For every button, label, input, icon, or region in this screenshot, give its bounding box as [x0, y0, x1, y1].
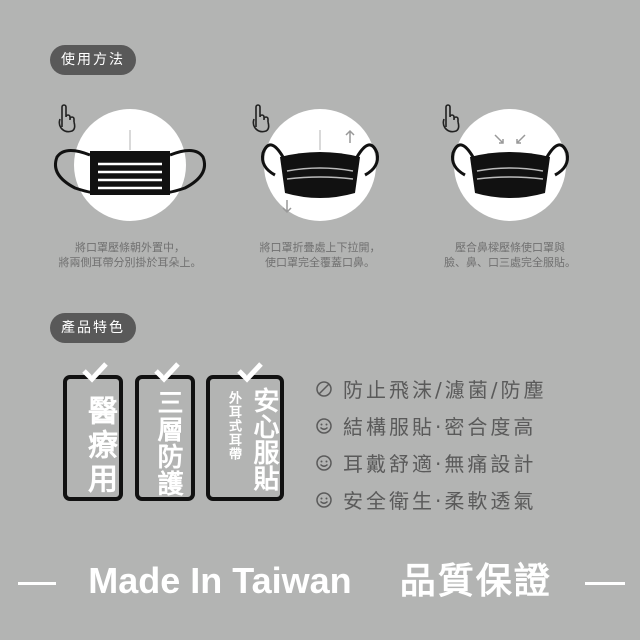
hand-icon	[58, 104, 76, 133]
hand-icon	[442, 104, 460, 133]
caption-line: 臉、鼻、口三處完全服貼。	[444, 256, 576, 269]
step-3-caption: 壓合鼻樑壓條使口罩與 臉、鼻、口三處完全服貼。	[400, 240, 620, 270]
badge-three-layer: 三層防護	[135, 362, 195, 501]
prohibited-icon	[316, 380, 332, 397]
smile-icon	[316, 454, 332, 471]
check-icon	[82, 362, 108, 383]
footer-divider-right	[585, 582, 625, 585]
step-2-illustration	[225, 95, 415, 225]
badge-text: 三層防護	[153, 389, 183, 497]
hand-icon	[252, 104, 270, 133]
badge-fit: 外耳式耳帶 安心服貼	[206, 362, 284, 501]
caption-line: 使口罩完全覆蓋口鼻。	[265, 256, 375, 269]
feature-text: 安全衛生‧柔軟透氣	[343, 489, 537, 513]
feature-item: 耳戴舒適‧無痛設計	[315, 444, 546, 481]
caption-line: 壓合鼻樑壓條使口罩與	[455, 241, 565, 254]
smile-icon	[316, 417, 332, 434]
usage-section-title: 使用方法	[50, 45, 136, 75]
made-in-taiwan: Made In Taiwan	[88, 560, 352, 601]
smile-icon	[316, 491, 332, 508]
check-icon	[154, 362, 180, 383]
footer-banner: Made In Taiwan 品質保證	[0, 557, 640, 606]
badge-medical: 醫療用	[63, 362, 123, 501]
feature-item: 安全衛生‧柔軟透氣	[315, 481, 546, 518]
caption-line: 將兩側耳帶分別掛於耳朵上。	[58, 256, 202, 269]
caption-line: 將口罩折疊處上下拉開，	[259, 241, 381, 254]
badge-text: 醫療用	[82, 395, 117, 497]
feature-text: 耳戴舒適‧無痛設計	[343, 452, 537, 476]
features-section-title: 產品特色	[50, 313, 136, 343]
badge-text: 安心服貼	[249, 387, 279, 491]
caption-line: 將口罩壓條朝外置中，	[75, 241, 185, 254]
badge-subtext: 外耳式耳帶	[226, 391, 241, 461]
feature-text: 結構服貼‧密合度高	[343, 415, 537, 439]
step-2-caption: 將口罩折疊處上下拉開， 使口罩完全覆蓋口鼻。	[210, 240, 430, 270]
step-1-caption: 將口罩壓條朝外置中， 將兩側耳帶分別掛於耳朵上。	[20, 240, 240, 270]
quality-guarantee: 品質保證	[399, 561, 552, 602]
feature-list: 防止飛沫/濾菌/防塵 結構服貼‧密合度高 耳戴舒適‧無痛設計 安全衛生‧柔軟透氣	[315, 370, 546, 518]
step-1-illustration	[35, 95, 225, 225]
footer-divider-left	[18, 582, 56, 585]
feature-text: 防止飛沫/濾菌/防塵	[343, 378, 547, 402]
step-3-illustration	[415, 95, 605, 225]
check-icon	[237, 362, 263, 383]
feature-item: 結構服貼‧密合度高	[315, 407, 546, 444]
feature-item: 防止飛沫/濾菌/防塵	[315, 370, 546, 407]
